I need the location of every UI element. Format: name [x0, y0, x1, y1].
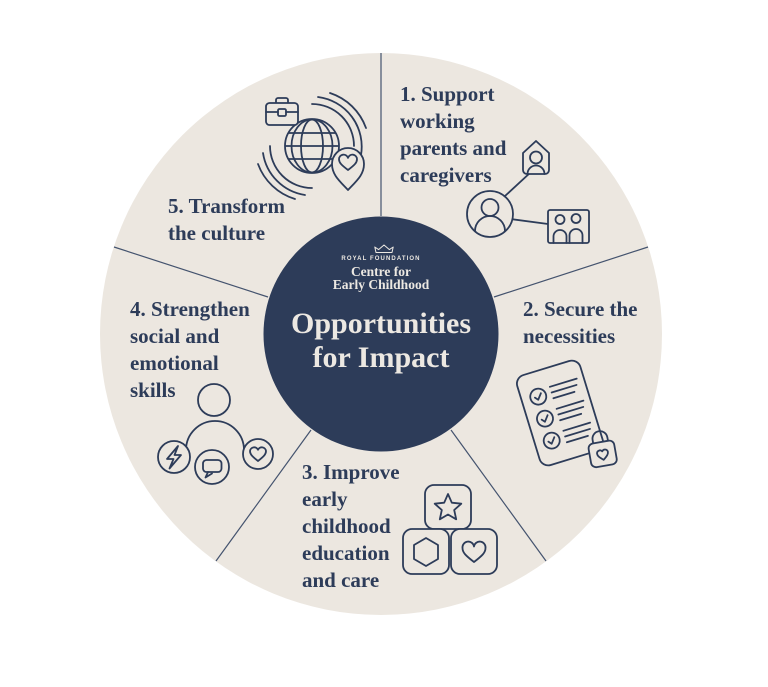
section-2-label: 2. Secure the necessities [523, 296, 683, 350]
label-line: 3. Improve [302, 460, 400, 484]
section-4-label: 4. Strengthen social and emotional skill… [130, 296, 290, 404]
sector-divider [113, 246, 269, 298]
label-line: social and [130, 324, 220, 348]
wheel-title: Opportunities for Impact [271, 307, 491, 375]
label-line: 5. Transform [168, 194, 286, 218]
wheel-title-line: Opportunities [290, 307, 472, 340]
label-line: caregivers [400, 163, 492, 187]
brand-name-line: Centre for [350, 264, 412, 279]
label-line: 2. Secure the [523, 297, 638, 321]
section-1-label: 1. Support working parents and caregiver… [400, 81, 560, 189]
label-line: necessities [523, 324, 616, 348]
family-network-icon [466, 140, 590, 244]
label-line: emotional [130, 351, 219, 375]
social-emotional-icon [157, 383, 274, 485]
label-line: parents and [400, 136, 507, 160]
building-blocks-icon [402, 484, 498, 575]
brand-name-line: Early Childhood [332, 277, 430, 292]
section-3-label: 3. Improve early childhood education and… [302, 459, 462, 594]
center-circle [263, 216, 499, 452]
label-line: education [302, 541, 390, 565]
label-line: the culture [168, 221, 266, 245]
label-line: 1. Support [400, 82, 495, 106]
sector-divider [493, 246, 649, 298]
brand-name: Centre for Early Childhood [271, 264, 491, 292]
section-5-label: 5. Transform the culture [168, 193, 328, 247]
label-line: skills [130, 378, 176, 402]
crown-icon [370, 241, 398, 259]
checklist-lock-icon [516, 359, 618, 469]
label-line: working [400, 109, 475, 133]
global-culture-icon [257, 92, 367, 200]
label-line: 4. Strengthen [130, 297, 250, 321]
label-line: childhood [302, 514, 391, 538]
brand-eyebrow: ROYAL FOUNDATION [341, 256, 421, 262]
sector-divider [215, 429, 312, 562]
wheel-title-line: for Impact [312, 341, 450, 374]
label-line: early [302, 487, 348, 511]
label-line: and care [302, 568, 380, 592]
sector-dividers [113, 53, 649, 562]
sector-divider [450, 429, 547, 562]
